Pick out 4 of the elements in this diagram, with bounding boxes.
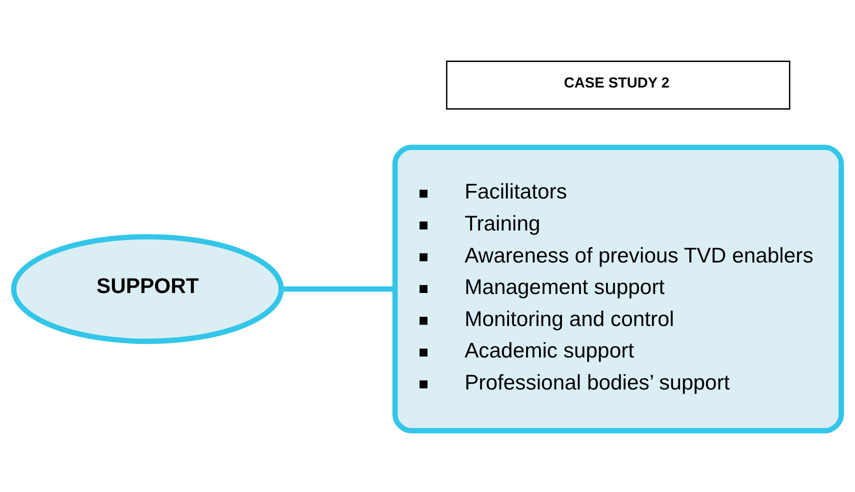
node-box: Facilitators Training Awareness of previous TVD enablers Management support Monitoring and control Academic support Professional bodies’ support (392, 144, 844, 434)
connector (282, 286, 395, 292)
node-box: CASE STUDY 2 (446, 60, 790, 110)
node-ellipse: SUPPORT (11, 234, 284, 344)
